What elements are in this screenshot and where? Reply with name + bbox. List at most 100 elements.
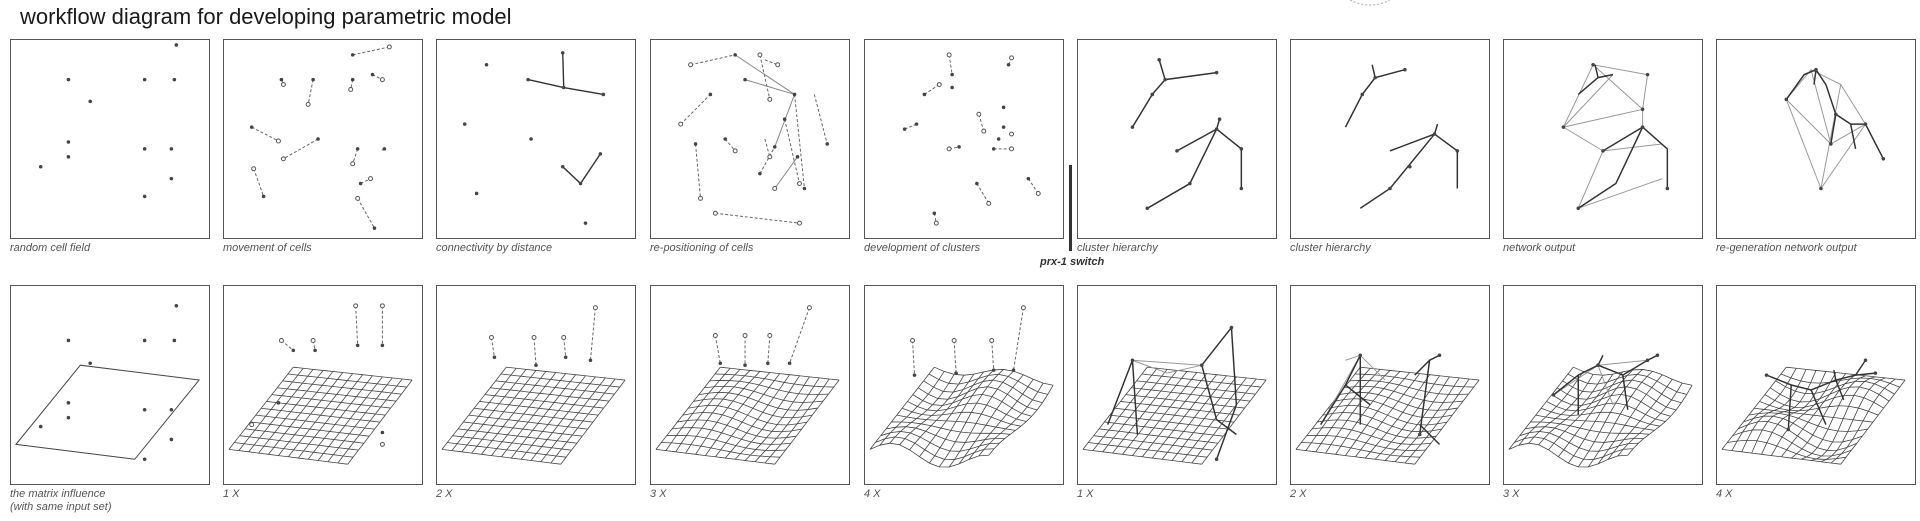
panel-4x-b <box>1716 285 1916 485</box>
surface-grid-line <box>441 448 561 465</box>
surface-grid-line <box>500 373 620 388</box>
surface-grid-line <box>1349 380 1469 395</box>
caption-1x-a: 1 X <box>223 488 240 500</box>
surface-grid-line <box>655 366 721 450</box>
caption-random-cell-field: random cell field <box>10 242 91 254</box>
panel-2x-b <box>1290 285 1490 485</box>
surface-grid-line <box>1414 379 1480 465</box>
surface-grid-line <box>317 376 383 461</box>
surface-grid-line <box>530 376 596 461</box>
surface-grid-line <box>261 407 380 423</box>
surface-grid-line <box>1820 377 1886 463</box>
surface-grid-line <box>484 394 604 409</box>
surface-grid-line <box>889 374 955 444</box>
surface-grid-line <box>1840 379 1906 465</box>
surface-grid-line <box>714 373 834 388</box>
panel-3x-a <box>650 285 850 485</box>
surface-grid-line <box>1125 394 1245 409</box>
caption-connectivity-by-distance: connectivity by distance <box>436 242 553 254</box>
caption-movement-of-cells: movement of cells <box>223 242 312 254</box>
caption-network-output: network output <box>1503 242 1576 254</box>
panel-random-cell-field <box>10 39 210 239</box>
surface-grid-line <box>1295 448 1415 465</box>
panel-3x-b <box>1503 285 1703 485</box>
surface-grid-line <box>1354 373 1474 388</box>
panel-development-of-clusters <box>864 39 1064 239</box>
panel-2x-a <box>436 285 636 485</box>
surface-grid-line <box>510 374 576 459</box>
surface-grid-line <box>266 401 386 416</box>
prx-switch-divider <box>1069 165 1072 251</box>
surface-grid-line <box>1161 375 1227 460</box>
caption-repositioning-of-cells: re-positioning of cells <box>650 242 754 254</box>
surface-grid-line <box>1775 380 1895 395</box>
surface-grid-line <box>337 378 403 464</box>
surface-grid-line <box>1082 448 1202 465</box>
surface-grid-line <box>327 377 393 462</box>
surface-grid-line <box>1404 378 1470 464</box>
panel-network-output <box>1503 39 1703 239</box>
surface-grid-line <box>879 371 945 446</box>
caption-3x-a: 3 X <box>650 488 667 500</box>
partial-circle-mark <box>1350 0 1390 6</box>
surface-grid-line <box>1780 373 1900 388</box>
surface-grid-line <box>495 380 615 395</box>
panel-1x-a <box>223 285 423 485</box>
surface-grid-line <box>675 369 741 453</box>
panel-cluster-hierarchy-2 <box>1290 39 1490 239</box>
surface-grid-line <box>1721 448 1841 465</box>
surface-grid-line <box>1171 376 1237 461</box>
panel-movement-of-cells <box>223 39 423 239</box>
caption-matrix-influence-line-1: the matrix influence <box>10 488 106 500</box>
surface-grid-line <box>474 407 593 423</box>
surface-grid-line <box>1617 382 1683 457</box>
surface-grid-line <box>1141 373 1261 388</box>
surface-grid-line <box>1295 366 1361 450</box>
panel-cluster-hierarchy-1 <box>1077 39 1277 239</box>
surface-grid-line <box>297 374 363 459</box>
caption-4x-a: 4 X <box>864 488 881 500</box>
surface-grid-line <box>754 377 820 462</box>
surface-grid-line <box>1810 376 1876 461</box>
surface-grid-line <box>1201 379 1267 465</box>
surface-grid-line <box>307 375 373 460</box>
caption-cluster-hierarchy-1: cluster hierarchy <box>1077 242 1158 254</box>
panel-1x-b <box>1077 285 1277 485</box>
surface-grid-line <box>1181 377 1247 462</box>
caption-cluster-hierarchy-2: cluster hierarchy <box>1290 242 1371 254</box>
caption-2x-b: 2 X <box>1290 488 1307 500</box>
surface-grid-line <box>1518 371 1584 446</box>
prx-switch-label: prx-1 switch <box>1040 256 1105 268</box>
surface-grid-line <box>1562 379 1682 404</box>
surface-grid-line <box>287 373 407 388</box>
surface-grid-line <box>1147 366 1267 381</box>
diagram-title: workflow diagram for developing parametr… <box>20 4 512 29</box>
surface-grid-line <box>271 394 391 409</box>
caption-matrix-influence: the matrix influence (with same input se… <box>10 488 111 514</box>
panel-4x-a <box>864 285 1064 485</box>
surface-grid-line <box>655 448 775 465</box>
surface-grid-line <box>228 448 348 465</box>
panel-connectivity-by-distance <box>436 39 636 239</box>
surface-grid-line <box>720 366 840 381</box>
surface-grid-line <box>709 380 829 395</box>
caption-4x-b: 4 X <box>1716 488 1733 500</box>
caption-2x-a: 2 X <box>436 488 453 500</box>
surface-grid-line <box>1830 378 1896 464</box>
surface-grid-line <box>540 377 606 462</box>
surface-grid-line <box>347 379 413 465</box>
surface-grid-line <box>988 385 1054 456</box>
panel-regeneration-network-output <box>1716 39 1916 239</box>
caption-regeneration-network-output: re-generation network output <box>1716 242 1857 254</box>
panel-repositioning-of-cells <box>650 39 850 239</box>
surface-grid-line <box>560 379 626 465</box>
surface-grid-line <box>1131 387 1251 402</box>
surface-grid-line <box>1528 374 1594 444</box>
surface-grid-line <box>293 366 413 381</box>
surface-grid-line <box>479 401 599 416</box>
panel-matrix-influence <box>10 285 210 485</box>
surface-grid-line <box>1151 374 1217 459</box>
surface-grid-line <box>774 379 840 465</box>
surface-grid-line <box>1191 378 1257 464</box>
